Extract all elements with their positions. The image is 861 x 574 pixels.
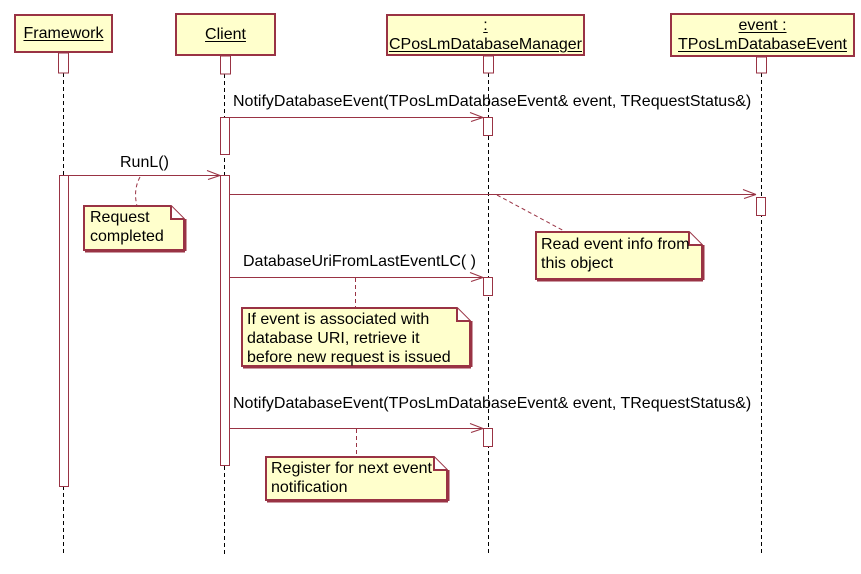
note-text-event-uri: If event is associated with database URI… bbox=[247, 311, 451, 366]
activation-framework-long bbox=[59, 175, 69, 487]
note-event-uri bbox=[241, 307, 473, 369]
message-arrow-database-uri-from-last-event bbox=[229, 272, 484, 282]
note-connector-request-completed bbox=[135, 176, 141, 207]
message-arrow-notify-database-event-1 bbox=[229, 112, 484, 122]
activation-client-head bbox=[220, 55, 231, 75]
note-read-event-info bbox=[535, 231, 705, 282]
lifeline-label-line1: event : bbox=[738, 17, 787, 34]
note-connector-read-event-info bbox=[496, 194, 567, 233]
message-label-database-uri-from-last-event: DatabaseUriFromLastEventLC( ) bbox=[243, 253, 476, 270]
note-text-register-next: Register for next event notification bbox=[271, 460, 432, 496]
lifeline-label-line2: CPosLmDatabaseManager bbox=[389, 36, 582, 53]
lifeline-label-line1: : bbox=[483, 17, 488, 34]
message-arrow-runl bbox=[68, 170, 221, 180]
lifeline-head-event: event : TPosLmDatabaseEvent bbox=[670, 13, 855, 57]
lifeline-head-framework: Framework bbox=[14, 14, 113, 53]
activation-framework-head bbox=[58, 52, 69, 74]
activation-client-long bbox=[220, 175, 230, 466]
note-request-completed bbox=[83, 205, 187, 253]
note-text-read-event-info: Read event info from this object bbox=[541, 236, 690, 272]
lifeline-label: Client bbox=[205, 26, 246, 43]
message-label-notify-database-event-1: NotifyDatabaseEvent(TPosLmDatabaseEvent&… bbox=[233, 93, 752, 110]
lifeline-head-database-manager: : CPosLmDatabaseManager bbox=[386, 14, 585, 56]
message-label-notify-database-event-2: NotifyDatabaseEvent(TPosLmDatabaseEvent&… bbox=[233, 395, 752, 412]
note-register-next bbox=[265, 456, 450, 503]
lifeline-label-line2: TPosLmDatabaseEvent bbox=[678, 36, 847, 53]
note-text-request-completed: Request completed bbox=[90, 209, 164, 245]
message-arrow-notify-database-event-2 bbox=[229, 423, 484, 433]
lifeline-label: Framework bbox=[23, 25, 104, 42]
activation-manager-2 bbox=[483, 277, 493, 296]
lifeline-head-client: Client bbox=[175, 13, 276, 56]
activation-event-1 bbox=[756, 197, 766, 216]
activation-manager-1 bbox=[483, 117, 493, 136]
activation-event-head bbox=[756, 56, 767, 74]
message-label-runl: RunL() bbox=[120, 154, 169, 171]
activation-client-1 bbox=[220, 117, 230, 155]
activation-database-manager-head bbox=[483, 55, 494, 74]
activation-manager-3 bbox=[483, 428, 493, 447]
message-arrow-read-event-info bbox=[229, 189, 757, 199]
